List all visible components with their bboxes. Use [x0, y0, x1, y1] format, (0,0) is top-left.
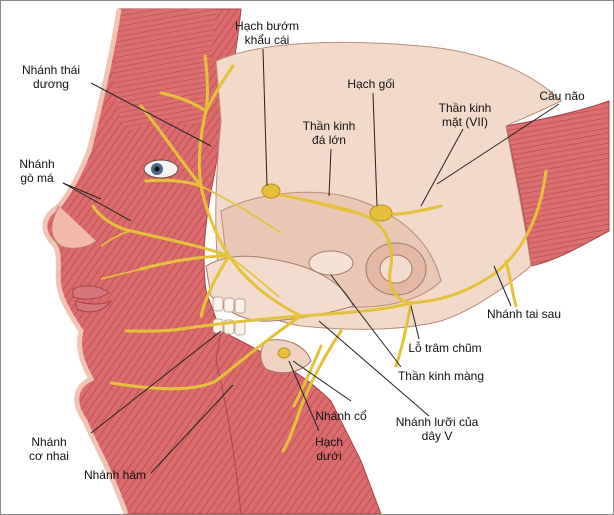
label-lo-tram-chum: Lỗ trâm chũm: [408, 341, 482, 355]
label-nhanh-tai-sau: Nhánh tai sau: [486, 307, 562, 321]
leader-lines: [62, 48, 560, 474]
label-nhanh-co: Nhánh cổ: [315, 409, 367, 423]
face-profile: [42, 8, 129, 514]
label-than-kinh-mang: Thần kinh màng: [397, 369, 485, 383]
label-cau-nao: Cầu não: [539, 89, 585, 103]
lips: [72, 285, 113, 313]
label-hach-goi: Hạch gối: [347, 77, 395, 91]
label-nhanh-ham: Nhánh hàm: [83, 468, 147, 482]
geniculate-ganglion: [369, 204, 393, 222]
submandibular-ganglion: [277, 347, 291, 359]
pterygopalatine-ganglion: [261, 183, 281, 199]
